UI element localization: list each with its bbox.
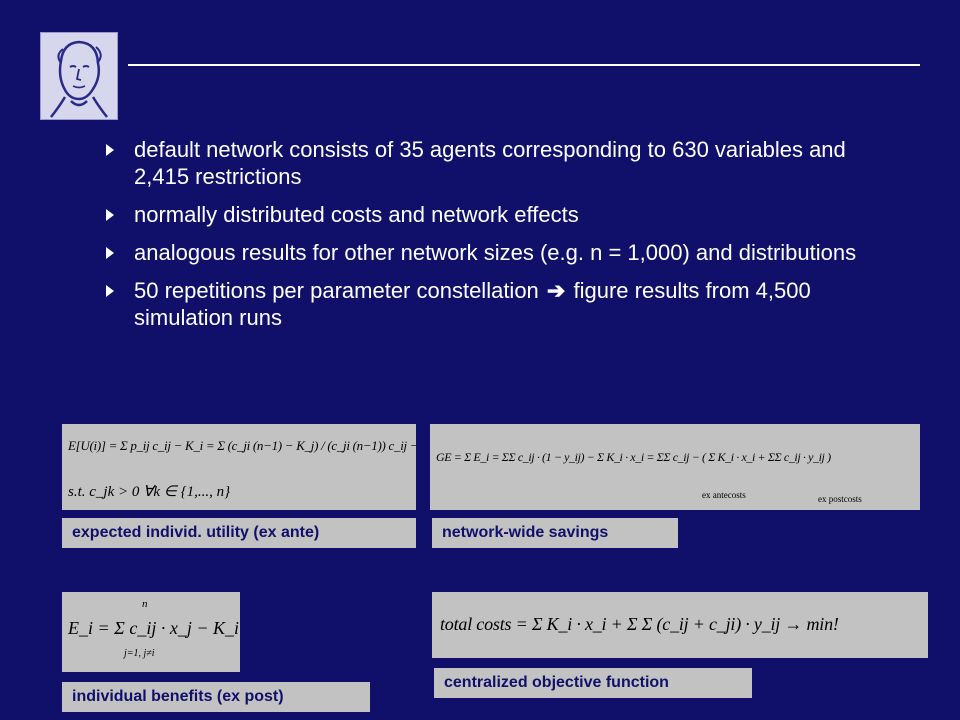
formula-line: E_i = Σ c_ij · x_j − K_i (68, 618, 239, 638)
bullet-text: default network consists of 35 agents co… (134, 137, 846, 189)
bullet-item: default network consists of 35 agents co… (104, 136, 904, 190)
formula-line: GE = Σ E_i = ΣΣ c_ij · (1 − y_ij) − Σ K_… (436, 450, 831, 464)
individual-benefit-formula: n E_i = Σ c_ij · x_j − K_i j=1, j≠i (62, 592, 240, 672)
bullet-item: 50 repetitions per parameter constellati… (104, 277, 904, 331)
sum-lower-limit: j=1, j≠i (124, 648, 155, 659)
university-logo (40, 32, 118, 120)
centralized-caption: centralized objective function (434, 668, 752, 698)
sum-upper-limit: n (142, 598, 148, 610)
ex-ante-label: ex antecosts (702, 490, 746, 500)
centralized-formula: total costs = Σ K_i · x_i + Σ Σ (c_ij + … (432, 592, 928, 658)
bullet-text: figure results from 4,500 simulation run… (134, 278, 811, 330)
portrait-icon (50, 40, 108, 118)
expected-utility-caption: expected individ. utility (ex ante) (62, 518, 416, 548)
bullet-text: 50 repetitions per parameter constellati… (134, 278, 539, 303)
bullet-marker-icon (106, 285, 114, 297)
bullet-marker-icon (106, 144, 114, 156)
bullet-marker-icon (106, 247, 114, 259)
formula-line: E[U(i)] = Σ p_ij c_ij − K_i = Σ (c_ji (n… (68, 438, 416, 453)
network-savings-formula: GE = Σ E_i = ΣΣ c_ij · (1 − y_ij) − Σ K_… (430, 424, 920, 510)
bullet-text: analogous results for other network size… (134, 240, 857, 265)
right-arrow-icon: ➔ (546, 278, 566, 303)
bullet-item: normally distributed costs and network e… (104, 201, 904, 228)
individual-benefit-caption: individual benefits (ex post) (62, 682, 370, 712)
bullet-text: normally distributed costs and network e… (134, 202, 579, 227)
expected-utility-formula: E[U(i)] = Σ p_ij c_ij − K_i = Σ (c_ji (n… (62, 424, 416, 510)
formula-constraint: s.t. c_jk > 0 ∀k ∈ {1,..., n} (68, 484, 231, 500)
bullet-marker-icon (106, 209, 114, 221)
bullet-item: analogous results for other network size… (104, 239, 904, 266)
formula-line: total costs = Σ K_i · x_i + Σ Σ (c_ij + … (440, 614, 839, 634)
network-savings-caption: network-wide savings (432, 518, 678, 548)
ex-post-label: ex postcosts (818, 494, 862, 504)
bullet-list: default network consists of 35 agents co… (104, 136, 904, 342)
title-rule (128, 64, 920, 66)
